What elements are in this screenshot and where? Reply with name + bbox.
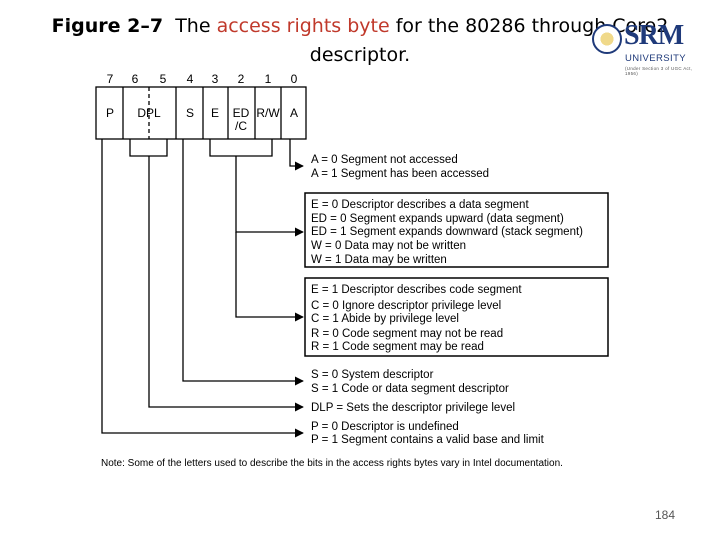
- system-line: S = 1 Code or data segment descriptor: [311, 383, 509, 395]
- code-segment-line: R = 1 Code segment may be read: [311, 341, 484, 353]
- data-segment-box: [304, 192, 609, 268]
- data-segment-line: W = 1 Data may be written: [311, 254, 447, 266]
- present-line: P = 1 Segment contains a valid base and …: [311, 434, 545, 446]
- figure-note: Note: Some of the letters used to descri…: [101, 458, 563, 469]
- arrow-present: [101, 139, 304, 438]
- dpl-line: DLP = Sets the descriptor privilege leve…: [311, 402, 515, 414]
- code-segment-line: R = 0 Code segment may not be read: [311, 328, 503, 340]
- title-pre: The: [175, 15, 217, 37]
- accessed-line: A = 1 Segment has been accessed: [311, 168, 489, 180]
- field-s: S: [186, 106, 194, 120]
- bit-number: 2: [238, 72, 245, 86]
- accessed-line: A = 0 Segment not accessed: [311, 154, 458, 166]
- title-highlight: access rights byte: [216, 15, 390, 37]
- figure-title-line2: descriptor.: [309, 44, 411, 66]
- logo-tagline: (Under Section 3 of UGC Act, 1956): [625, 66, 693, 76]
- data-segment-line: W = 0 Data may not be written: [311, 240, 466, 252]
- logo-subtitle: UNIVERSITY: [625, 53, 687, 64]
- field-rw: R/W: [256, 106, 280, 120]
- connector-lines: [101, 139, 304, 438]
- byte-box: [95, 86, 307, 140]
- system-line: S = 0 System descriptor: [311, 369, 434, 381]
- code-segment-line: E = 1 Descriptor describes code segment: [311, 284, 522, 296]
- arrow-system: [182, 139, 304, 386]
- srm-university-logo: SRM UNIVERSITY (Under Section 3 of UGC A…: [592, 20, 702, 76]
- field-c: /C: [235, 119, 247, 133]
- data-segment-line: E = 0 Descriptor describes a data segmen…: [311, 199, 529, 211]
- code-segment-box: [304, 277, 609, 357]
- figure-number: Figure 2–7: [51, 15, 164, 37]
- data-segment-line: ED = 1 Segment expands downward (stack s…: [311, 226, 583, 238]
- field-p: P: [106, 106, 114, 120]
- arrow-dpl: [148, 156, 304, 412]
- field-ed: ED: [233, 106, 250, 120]
- arrow-data-segment: [235, 156, 304, 237]
- bit-number: 5: [160, 72, 167, 86]
- field-a: A: [290, 106, 298, 120]
- bit-number: 3: [212, 72, 219, 86]
- bit-number: 4: [187, 72, 194, 86]
- code-segment-line: C = 1 Abide by privilege level: [311, 313, 459, 325]
- code-segment-line: C = 0 Ignore descriptor privilege level: [311, 300, 501, 312]
- field-brackets: [129, 139, 273, 157]
- bit-number: 0: [291, 72, 298, 86]
- data-segment-line: ED = 0 Segment expands upward (data segm…: [311, 213, 564, 225]
- university-seal-icon: [592, 24, 622, 54]
- dpl-bracket: [129, 139, 168, 157]
- type-bracket: [209, 139, 273, 157]
- page-number: 184: [654, 508, 676, 522]
- logo-wordmark: SRM: [624, 20, 684, 51]
- arrow-accessed: [289, 139, 304, 171]
- field-dpl: DPL: [137, 106, 161, 120]
- bit-number: 6: [132, 72, 139, 86]
- arrow-code-segment: [235, 232, 304, 322]
- present-line: P = 0 Descriptor is undefined: [311, 421, 459, 433]
- access-rights-byte: [95, 86, 307, 140]
- bit-number: 7: [107, 72, 114, 86]
- field-e: E: [211, 106, 219, 120]
- bit-number: 1: [265, 72, 272, 86]
